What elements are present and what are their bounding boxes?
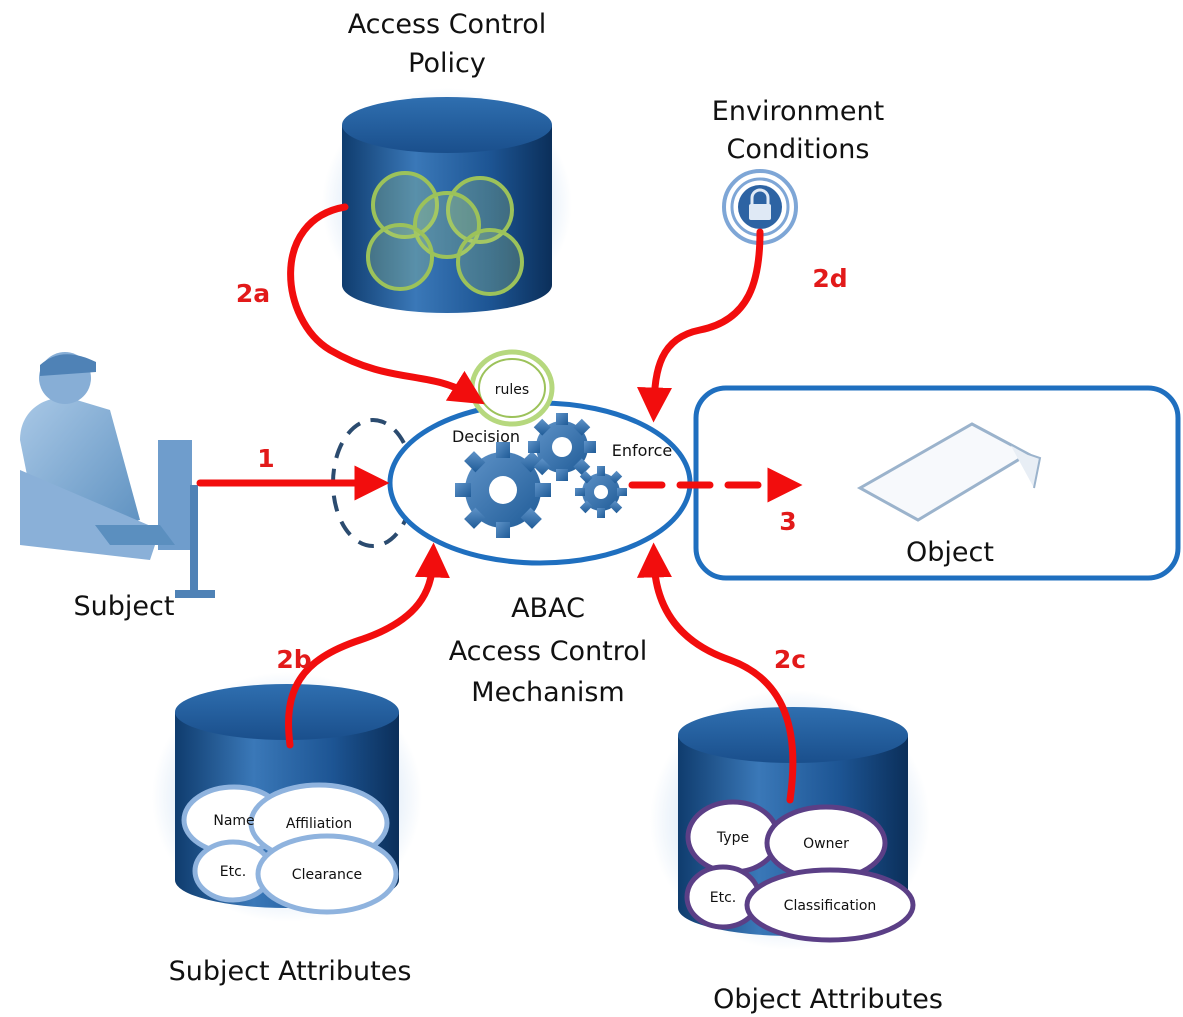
policy-title-line1: Access Control (348, 9, 547, 40)
mechanism-title-line2: Access Control (449, 636, 648, 667)
subject-attr-name: Name (213, 813, 254, 829)
document-icon (856, 422, 1042, 522)
step-2b-label: 2b (276, 645, 311, 674)
step-3-label: 3 (779, 507, 796, 536)
object-attributes-database (650, 690, 930, 950)
environment-title-line2: Conditions (727, 134, 870, 165)
step-2d-label: 2d (812, 264, 847, 293)
person-at-computer-icon (20, 352, 215, 598)
subject-attributes-database (152, 672, 422, 922)
gears-icon (455, 413, 627, 538)
environment-title-line1: Environment (712, 96, 884, 127)
step-2c-label: 2c (774, 645, 806, 674)
object-label: Object (906, 537, 994, 568)
mechanism-title-line3: Mechanism (471, 677, 624, 708)
subject-attr-affiliation: Affiliation (286, 816, 352, 832)
subject-attributes-label: Subject Attributes (169, 956, 412, 987)
object-attributes-label: Object Attributes (713, 984, 943, 1015)
mechanism-title-line1: ABAC (511, 593, 585, 624)
padlock-icon (722, 169, 798, 245)
access-control-policy-database (322, 88, 572, 320)
subject-attr-etc: Etc. (220, 864, 246, 880)
rules-label: rules (495, 382, 529, 398)
step-1-label: 1 (257, 444, 274, 473)
arrow-2c (636, 542, 797, 804)
arrow-2b (285, 542, 450, 749)
object-attr-type: Type (716, 830, 749, 846)
policy-rule-circles (366, 171, 524, 296)
subject-attr-clearance: Clearance (292, 867, 362, 883)
arrow-2a (287, 203, 485, 405)
enforce-label: Enforce (612, 441, 673, 460)
policy-title-line2: Policy (408, 48, 486, 79)
arrow-2d (637, 228, 764, 423)
subject-label: Subject (74, 591, 175, 622)
object-attr-owner: Owner (803, 836, 849, 852)
step-2a-label: 2a (236, 279, 270, 308)
decision-label: Decision (452, 427, 520, 446)
object-attr-etc: Etc. (710, 890, 736, 906)
object-attr-classification: Classification (784, 898, 877, 914)
